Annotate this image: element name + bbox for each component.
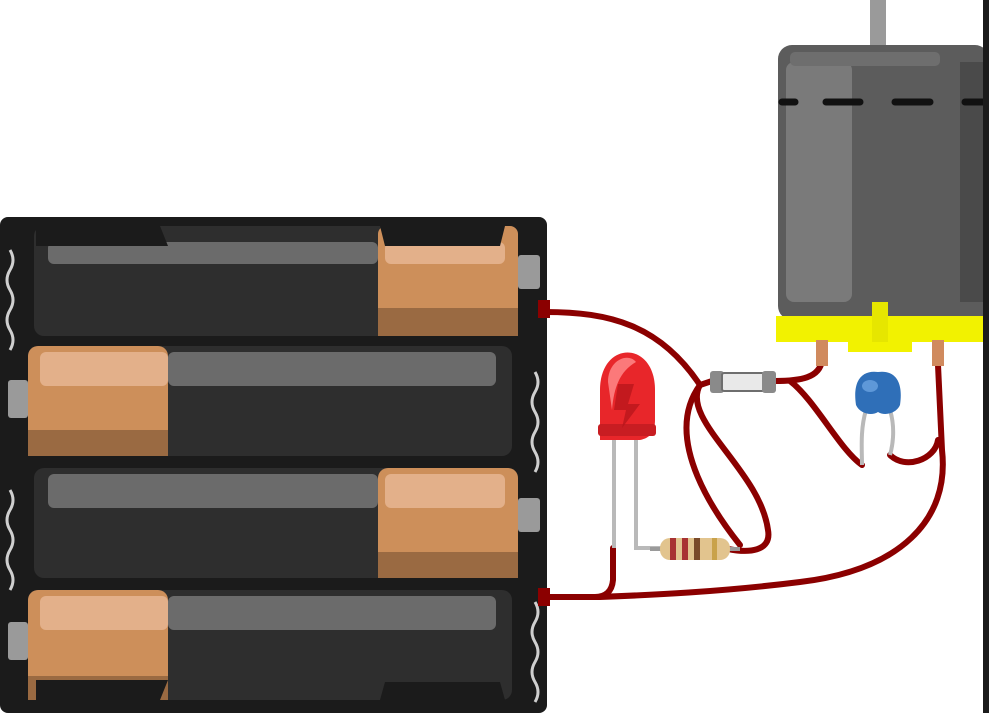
motor-terminal-left (816, 340, 828, 366)
motor-highlight (786, 62, 852, 302)
fuse-body (721, 372, 765, 392)
wire-capacitor-to-motor (887, 437, 941, 466)
motor-band-tab (848, 338, 912, 352)
fuse-cap-right (762, 371, 776, 393)
resistor (650, 538, 740, 560)
resistor-band-3 (694, 538, 700, 560)
fuse-cap-left (710, 371, 724, 393)
wires (542, 309, 946, 600)
motor-terminal-right (932, 340, 944, 366)
battery-cell-1 (34, 226, 518, 336)
fuse (710, 371, 776, 393)
led-rim (598, 424, 656, 436)
wire-fuse-to-motor (772, 357, 825, 384)
dc-motor (776, 0, 989, 366)
wire-fuse-loop-to-battery (683, 382, 743, 548)
battery-plus-terminal (538, 300, 550, 318)
battery-contacts (8, 255, 540, 660)
wire-motor-return (542, 362, 946, 600)
capacitor-highlight (862, 380, 878, 392)
frame-edge (983, 0, 989, 713)
wire-fuse-to-resistor (694, 382, 772, 554)
battery-cell-2 (28, 346, 512, 456)
battery-minus-terminal (538, 588, 550, 606)
capacitor-body (855, 371, 901, 414)
motor-band-notch (872, 302, 888, 342)
battery-holder (0, 217, 550, 713)
resistor-band-4 (712, 538, 717, 560)
battery-cell-3 (34, 468, 518, 578)
led-highlight (608, 357, 636, 410)
wire-led-to-return (592, 545, 616, 600)
resistor-band-2 (682, 538, 688, 560)
motor-top-cap (790, 52, 940, 66)
battery-springs (5, 249, 540, 703)
motor-shaft (870, 0, 886, 50)
capacitor (855, 371, 901, 466)
wire-battery-to-fuse (542, 309, 715, 388)
wire-fuse-to-capacitor (787, 378, 865, 468)
led-die (614, 384, 640, 428)
led (598, 352, 664, 550)
led-legs (612, 432, 664, 550)
battery-case (0, 217, 547, 713)
capacitor-legs (859, 409, 896, 466)
battery-cell-4 (28, 590, 512, 700)
resistor-band-1 (670, 538, 676, 560)
